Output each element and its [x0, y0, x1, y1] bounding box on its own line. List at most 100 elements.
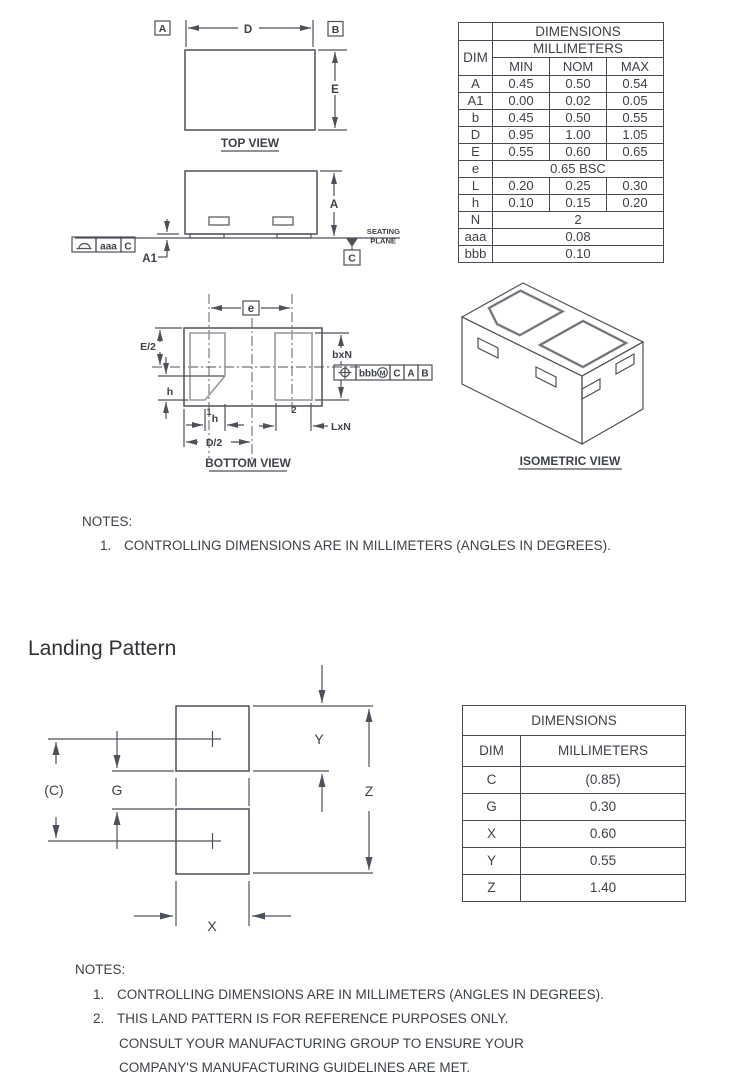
package-body-side: [184, 170, 318, 235]
table-row: aaa 0.08: [458, 228, 664, 246]
notes-heading: NOTES:: [82, 514, 133, 529]
landing-notes: NOTES: 1.CONTROLLING DIMENSIONS ARE IN M…: [75, 958, 604, 1081]
datum-a-label: A: [159, 23, 167, 35]
dim-cell: aaa: [458, 228, 493, 246]
datum-a: A: [154, 20, 171, 36]
gap-ticks: [175, 778, 250, 806]
seating-plane-callout: SEATING PLANE C: [343, 227, 400, 266]
side-view-drawing: A A1 SEATING PLANE C aaa C: [71, 170, 400, 266]
mmc-modifier-icon: M: [377, 367, 388, 378]
h-side-dimension: h: [158, 357, 224, 419]
dim-lxn-label: LxN: [331, 421, 351, 433]
dim-cell: Y: [462, 847, 521, 875]
seating-plane-symbol-icon: [76, 242, 92, 250]
span-cell: 0.10: [492, 245, 664, 263]
package-body-outline: [184, 49, 316, 131]
bxn-dimension: bxN: [315, 332, 352, 401]
dim-e-label: E: [331, 84, 339, 96]
package-3d-body: [460, 282, 645, 446]
span-cell: 0.08: [492, 228, 664, 246]
dim-cell: D: [458, 126, 493, 144]
flatness-control-frame: aaa C: [71, 236, 136, 253]
col-header-max: MAX: [606, 57, 664, 76]
note-item-1: 1.CONTROLLING DIMENSIONS ARE IN MILLIMET…: [75, 983, 604, 1008]
note-number: 1.: [93, 986, 105, 1002]
pin-1-number: 1: [206, 407, 211, 417]
table-row: e 0.65 BSC: [458, 160, 664, 178]
g-dimension: G: [112, 731, 174, 849]
position-symbol-icon: [338, 366, 352, 379]
pad-1: [189, 332, 226, 401]
lxn-dimension: LxN: [259, 403, 351, 433]
top-pad-2: [537, 319, 629, 369]
dim-cell: A1: [458, 92, 493, 110]
table-row: A1 0.00 0.02 0.05: [458, 92, 664, 110]
nom-cell: 0.15: [549, 194, 607, 212]
col-header-dim: DIM: [462, 735, 521, 767]
note-text: CONTROLLING DIMENSIONS ARE IN MILLIMETER…: [124, 538, 611, 553]
note-text: THIS LAND PATTERN IS FOR REFERENCE PURPO…: [117, 1011, 509, 1026]
note-item-2-cont-1: CONSULT YOUR MANUFACTURING GROUP TO ENSU…: [119, 1035, 524, 1051]
package-outline-bottom: [183, 327, 323, 407]
dim-g-label: G: [112, 782, 123, 798]
nom-cell: 1.00: [549, 126, 607, 144]
dim-e-half-label: E/2: [140, 341, 156, 353]
min-cell: 0.10: [492, 194, 550, 212]
min-cell: 0.00: [492, 92, 550, 110]
max-cell: 0.05: [606, 92, 664, 110]
nom-cell: 0.50: [549, 109, 607, 127]
fcf-datum-2: A: [407, 369, 414, 380]
table-title: DIMENSIONS: [462, 705, 686, 736]
fcf-datum-3: B: [421, 369, 428, 380]
datum-triangle: [346, 238, 358, 247]
terminal-left: [208, 216, 230, 226]
pad-center-crosses: [48, 731, 221, 849]
top-view-title: TOP VIEW: [221, 136, 280, 152]
nom-cell: 0.60: [549, 143, 607, 161]
svg-text:BOTTOM VIEW: BOTTOM VIEW: [205, 456, 291, 470]
col-header-dim: DIM: [458, 40, 493, 76]
dim-cell: N: [458, 211, 493, 229]
notes-heading: NOTES:: [75, 962, 126, 977]
svg-text:ISOMETRIC VIEW: ISOMETRIC VIEW: [520, 454, 621, 468]
dim-cell: b: [458, 109, 493, 127]
max-cell: 0.54: [606, 75, 664, 93]
dim-cell: e: [458, 160, 493, 178]
min-cell: 0.95: [492, 126, 550, 144]
landing-pattern-title: Landing Pattern: [28, 637, 177, 660]
bottom-view-drawing: e E/2 h 1 2 h D/: [140, 294, 433, 472]
table-row: E 0.55 0.60 0.65: [458, 143, 664, 161]
nom-cell: 0.25: [549, 177, 607, 195]
note-item-1: 1. CONTROLLING DIMENSIONS ARE IN MILLIMET…: [82, 538, 611, 554]
table-title: DIMENSIONS: [492, 22, 664, 41]
dim-cell: Z: [462, 874, 521, 902]
col-header-min: MIN: [492, 57, 550, 76]
span-cell: 0.65 BSC: [492, 160, 664, 178]
table-corner-cell: [458, 22, 493, 41]
z-dimension: Z: [253, 709, 374, 874]
dim-h-side-label: h: [167, 386, 173, 398]
dim-cell: E: [458, 143, 493, 161]
dim-d-label: D: [244, 24, 252, 36]
dim-cell: bbb: [458, 245, 493, 263]
dim-cell: A: [458, 75, 493, 93]
isometric-view-drawing: ISOMETRIC VIEW: [460, 282, 645, 470]
table-row: bbb 0.10: [458, 245, 664, 263]
d-half-dimension: D/2: [183, 409, 250, 449]
svg-text:TOP VIEW: TOP VIEW: [221, 136, 280, 150]
table-row: h 0.10 0.15 0.20: [458, 194, 664, 212]
table-row: X 0.60: [462, 820, 686, 848]
d-dimension: D: [185, 20, 314, 47]
landing-dimensions-table: DIMENSIONS DIM MILLIMETERS C (0.85) G 0.…: [462, 705, 686, 902]
note-number: 1.: [100, 538, 112, 553]
y-dimension: Y: [253, 665, 373, 812]
fcf-datum-1: C: [393, 369, 400, 380]
fcf-bbb-label: bbb: [359, 369, 377, 380]
h-bottom-dimension: h: [186, 404, 244, 431]
value-cell: 0.55: [520, 847, 686, 875]
col-header-nom: NOM: [549, 57, 607, 76]
datum-b: B: [327, 20, 344, 37]
top-view-drawing: D A B E TOP VIEW: [154, 20, 347, 152]
dim-x-label: X: [207, 918, 217, 934]
